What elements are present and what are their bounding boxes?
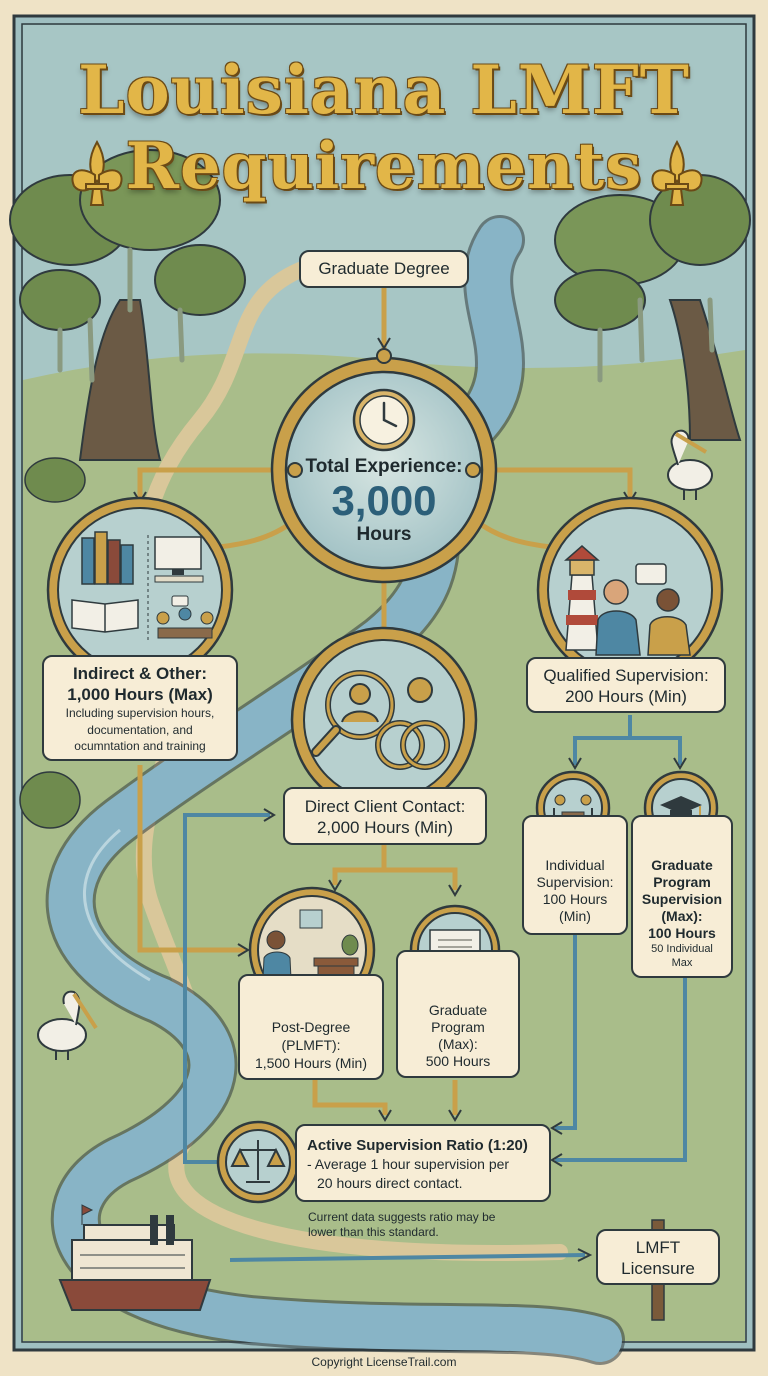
indirect-hours: 1,000 Hours (Max) — [67, 685, 213, 704]
post-degree-box: Post-Degree (PLMFT): 1,500 Hours (Min) — [238, 974, 384, 1080]
books-icon — [81, 531, 134, 585]
total-experience: Total Experience: 3,000 Hours — [290, 456, 478, 546]
ratio-desc-1: - Average 1 hour supervision per — [307, 1156, 510, 1172]
group-meeting-icon — [156, 595, 214, 639]
ratio-note-2: lower than this standard. — [308, 1225, 439, 1239]
post-degree-line-1: Post-Degree — [271, 1019, 351, 1035]
indirect-desc-2: documentation, and — [87, 723, 193, 737]
lmft-licensure-box: LMFT Licensure — [596, 1229, 720, 1285]
supervision-ratio-box: Active Supervision Ratio (1:20) - Averag… — [295, 1124, 551, 1202]
indirect-title: Indirect & Other: — [72, 664, 208, 683]
blue-connectors — [183, 715, 687, 1262]
supervisor-people-icon — [595, 563, 691, 656]
supervision-hours: 200 Hours (Min) — [565, 687, 687, 706]
title-line-2: Requirements — [125, 129, 643, 204]
steamboat — [58, 1204, 212, 1311]
grad-program-line-3: (Max): — [438, 1036, 478, 1052]
grad-program-line-4: 500 Hours — [425, 1053, 491, 1069]
grad-program-box: Graduate Program (Max): 500 Hours — [396, 950, 520, 1078]
licensure-line-2: Licensure — [621, 1259, 695, 1278]
total-unit: Hours — [356, 524, 412, 545]
magnifier-clients-icon — [311, 670, 450, 770]
grad-sup-line-6: 50 Individual — [651, 943, 713, 955]
graduate-degree-box: Graduate Degree — [299, 250, 469, 288]
grad-sup-line-1: Graduate — [651, 857, 713, 873]
individual-supervision-box: Individual Supervision: 100 Hours (Min) — [522, 815, 628, 935]
indirect-desc-3: ocumntation and training — [74, 739, 206, 753]
graduate-degree-label: Graduate Degree — [318, 259, 450, 278]
individual-line-4: (Min) — [559, 908, 591, 924]
post-degree-line-3: 1,500 Hours (Min) — [254, 1055, 368, 1071]
clock-icon — [352, 388, 416, 452]
scales-icon — [230, 1140, 286, 1183]
copyright-footer: Copyright LicenseTrail.com — [311, 1355, 457, 1369]
licensure-line-1: LMFT — [635, 1238, 681, 1257]
ratio-title: Active Supervision Ratio (1:20) — [307, 1137, 528, 1154]
total-value: 3,000 — [331, 477, 437, 524]
grad-program-line-1: Graduate — [428, 1002, 488, 1018]
grad-program-line-2: Program — [431, 1019, 485, 1035]
ratio-note-1: Current data suggests ratio may be — [308, 1210, 496, 1224]
direct-hours: 2,000 Hours (Min) — [316, 818, 454, 837]
direct-contact-box: Direct Client Contact: 2,000 Hours (Min) — [283, 787, 487, 845]
total-label: Total Experience: — [305, 456, 463, 477]
supervision-title: Qualified Supervision: — [543, 666, 709, 685]
grad-supervision-box: Graduate Program Supervision (Max): 100 … — [631, 815, 733, 978]
open-book-icon — [71, 599, 139, 633]
fleur-de-lis-icon-left — [71, 139, 123, 206]
pelican-left — [37, 990, 98, 1060]
grad-sup-line-2: Program — [653, 874, 711, 890]
title-line-1: Louisiana LMFT — [78, 51, 690, 129]
indirect-desc-1: Including supervision hours, — [65, 706, 215, 720]
post-degree-line-2: (PLMFT): — [281, 1037, 341, 1053]
grad-sup-line-3: Supervision — [641, 891, 723, 907]
direct-title: Direct Client Contact: — [304, 797, 466, 816]
indirect-box: Indirect & Other: 1,000 Hours (Max) Incl… — [42, 655, 238, 761]
individual-line-2: Supervision: — [536, 874, 614, 890]
qualified-supervision-box: Qualified Supervision: 200 Hours (Min) — [526, 657, 726, 713]
individual-line-3: 100 Hours — [542, 891, 608, 907]
grad-sup-line-7: Max — [671, 957, 693, 969]
computer-icon — [154, 536, 204, 583]
oak-tree-right — [554, 174, 751, 441]
grad-sup-line-5: 100 Hours — [648, 925, 716, 941]
ratio-desc-2: 20 hours direct contact. — [317, 1175, 463, 1191]
grad-sup-line-4: (Max): — [661, 908, 703, 924]
fleur-de-lis-icon-right — [651, 139, 703, 206]
ratio-note: Current data suggests ratio may be lower… — [308, 1210, 548, 1240]
pelican-right — [667, 429, 713, 500]
individual-line-1: Individual — [545, 857, 605, 873]
lighthouse-icon — [564, 545, 600, 651]
